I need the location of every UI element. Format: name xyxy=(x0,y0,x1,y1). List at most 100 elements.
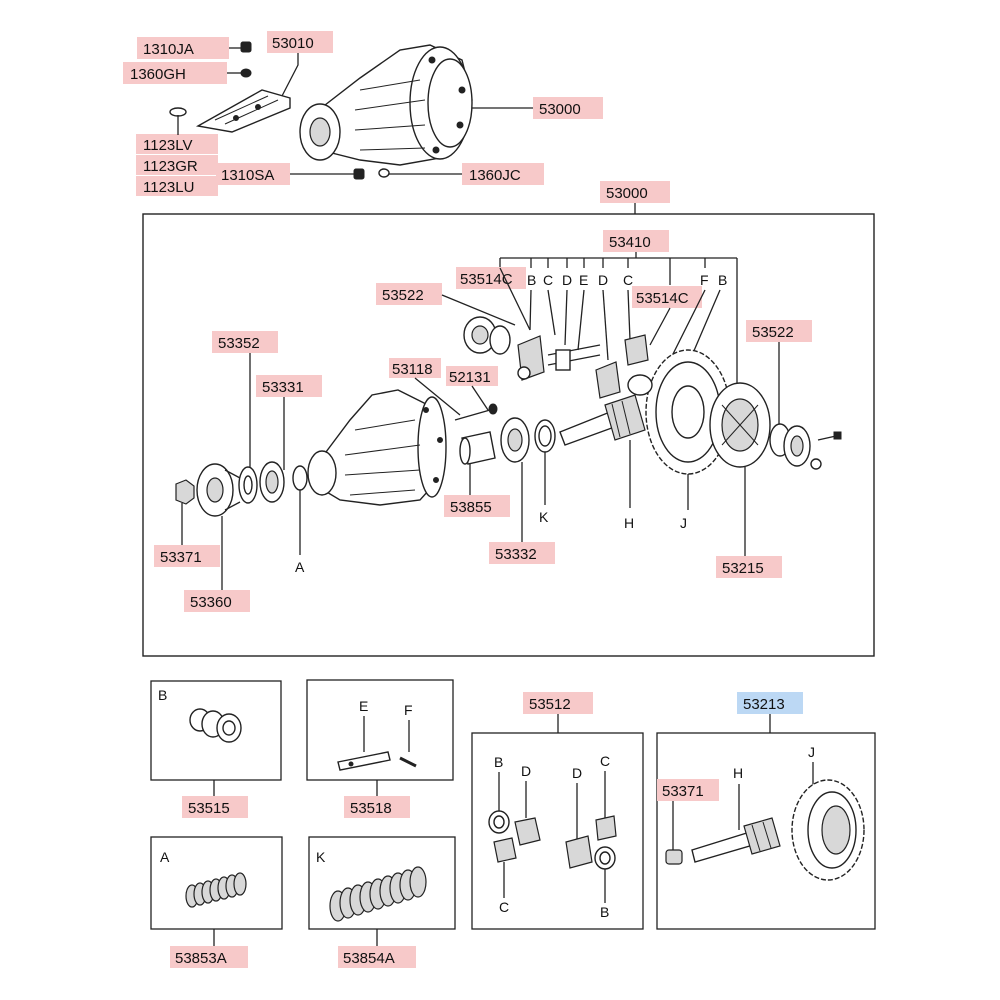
letter-a-box: A xyxy=(160,849,170,865)
label-53522-a[interactable]: 53522 xyxy=(376,283,442,305)
svg-text:52131: 52131 xyxy=(449,369,491,386)
side-bearing-icon xyxy=(769,423,811,467)
svg-text:1310JA: 1310JA xyxy=(143,41,194,58)
svg-text:1123LV: 1123LV xyxy=(143,137,193,154)
label-53514C-b[interactable]: 53514C xyxy=(632,286,702,308)
label-53854A[interactable]: 53854A xyxy=(338,946,416,968)
label-53514C-a[interactable]: 53514C xyxy=(456,267,526,289)
label-53855[interactable]: 53855 xyxy=(444,495,510,517)
svg-text:53332: 53332 xyxy=(495,546,537,563)
shim-k-icon xyxy=(534,419,556,453)
label-53371-b[interactable]: 53371 xyxy=(657,779,719,801)
washer-1360GH-icon xyxy=(240,68,252,78)
label-53000-top[interactable]: 53000 xyxy=(533,97,603,119)
svg-text:53853A: 53853A xyxy=(175,950,227,967)
svg-text:53522: 53522 xyxy=(382,287,424,304)
label-1360GH[interactable]: 1360GH xyxy=(123,62,227,84)
label-53410[interactable]: 53410 xyxy=(603,230,669,252)
letter-b-2: B xyxy=(718,272,727,288)
label-53360[interactable]: 53360 xyxy=(184,590,250,612)
svg-text:53518: 53518 xyxy=(350,800,392,817)
svg-text:53000: 53000 xyxy=(539,101,581,118)
oil-seal-53352-icon xyxy=(238,466,258,504)
spacer-set-a-icon xyxy=(185,872,247,908)
label-53010[interactable]: 53010 xyxy=(267,31,333,53)
svg-text:53512: 53512 xyxy=(529,696,571,713)
svg-text:53000: 53000 xyxy=(606,185,648,202)
svg-text:1360JC: 1360JC xyxy=(469,167,521,184)
letter-j-main: J xyxy=(680,515,687,531)
letter-f-box: F xyxy=(404,702,413,718)
box-53518 xyxy=(306,679,454,781)
label-53853A[interactable]: 53853A xyxy=(170,946,248,968)
svg-text:53410: 53410 xyxy=(609,234,651,251)
label-53522-b[interactable]: 53522 xyxy=(746,320,812,342)
letter-b-512b: B xyxy=(600,904,609,920)
letter-h-main: H xyxy=(624,515,634,531)
lock-pin-f-icon xyxy=(399,756,417,768)
svg-text:1360GH: 1360GH xyxy=(130,66,186,83)
svg-text:53352: 53352 xyxy=(218,335,260,352)
box-53853A xyxy=(150,836,283,930)
svg-text:53854A: 53854A xyxy=(343,950,395,967)
svg-text:1310SA: 1310SA xyxy=(221,167,274,184)
label-53518[interactable]: 53518 xyxy=(344,796,410,818)
svg-text:53855: 53855 xyxy=(450,499,492,516)
letter-k-main: K xyxy=(539,509,549,525)
label-53352[interactable]: 53352 xyxy=(212,331,278,353)
letter-c-2: C xyxy=(623,272,633,288)
svg-text:53515: 53515 xyxy=(188,800,230,817)
label-52131[interactable]: 52131 xyxy=(446,366,498,386)
diff-gear-set-left-icon xyxy=(488,810,541,863)
letter-c-1: C xyxy=(543,272,553,288)
drive-pinion-h-213-icon xyxy=(691,817,781,863)
letter-d-512b: D xyxy=(572,765,582,781)
label-53118[interactable]: 53118 xyxy=(389,358,441,378)
svg-text:53010: 53010 xyxy=(272,35,314,52)
washer-1360JC-icon xyxy=(378,168,390,178)
label-1123GR[interactable]: 1123GR xyxy=(136,155,218,175)
label-1123LV[interactable]: 1123LV xyxy=(136,134,218,154)
letter-d-2: D xyxy=(598,272,608,288)
ring-gear-j-213-icon xyxy=(791,779,865,881)
differential-case-53215-icon xyxy=(709,382,771,468)
box-53515 xyxy=(150,680,282,781)
differential-gears-icon xyxy=(517,334,653,399)
label-53512[interactable]: 53512 xyxy=(523,692,593,714)
letter-d-512a: D xyxy=(521,763,531,779)
washers-b-icon xyxy=(189,708,242,743)
letter-a-main: A xyxy=(295,559,305,575)
spacer-a-icon xyxy=(292,465,308,491)
bracket-53010-icon xyxy=(195,89,291,133)
letter-f-1: F xyxy=(700,272,709,288)
svg-text:53514C: 53514C xyxy=(636,290,689,307)
label-1310JA[interactable]: 1310JA xyxy=(137,37,229,59)
svg-text:53213: 53213 xyxy=(743,696,785,713)
label-1310SA[interactable]: 1310SA xyxy=(216,163,290,185)
letter-h-213: H xyxy=(733,765,743,781)
bolt-right-icon xyxy=(810,431,842,470)
svg-text:1123LU: 1123LU xyxy=(143,179,194,196)
bolt-1123-icon xyxy=(169,107,187,135)
label-53215[interactable]: 53215 xyxy=(716,556,782,578)
shim-set-k-icon xyxy=(329,866,427,922)
label-1360JC[interactable]: 1360JC xyxy=(462,163,544,185)
label-53332[interactable]: 53332 xyxy=(489,542,555,564)
label-53331[interactable]: 53331 xyxy=(256,375,322,397)
letter-c-512b: C xyxy=(600,753,610,769)
label-53371-a[interactable]: 53371 xyxy=(154,545,220,567)
label-53515[interactable]: 53515 xyxy=(182,796,248,818)
box-53213 xyxy=(656,732,876,930)
label-1123LU[interactable]: 1123LU xyxy=(136,176,218,196)
letter-c-512a: C xyxy=(499,899,509,915)
drive-pinion-h-icon xyxy=(559,394,646,446)
letter-j-213: J xyxy=(808,744,815,760)
svg-text:53215: 53215 xyxy=(722,560,764,577)
label-53000-box[interactable]: 53000 xyxy=(600,181,670,203)
side-bearing-53522-icon xyxy=(463,316,511,355)
assembly-box-53000 xyxy=(142,213,875,657)
nut-1310JA-icon xyxy=(240,41,252,53)
svg-text:53514C: 53514C xyxy=(460,271,513,288)
label-53213[interactable]: 53213 xyxy=(737,692,803,714)
